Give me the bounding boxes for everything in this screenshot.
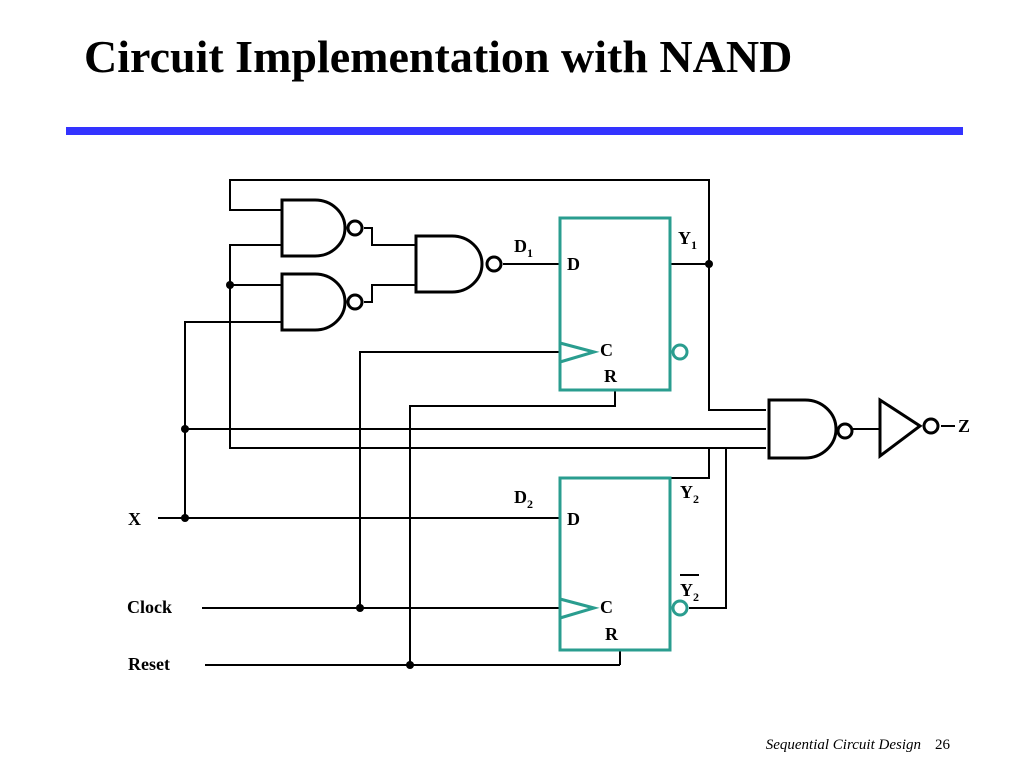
junction-dot: [181, 514, 189, 522]
flip-flop-1: [558, 216, 689, 392]
output-z-label: Z: [958, 416, 970, 436]
junction-dot: [406, 661, 414, 669]
inverter-z: [878, 397, 940, 459]
ff2-pin-c: C: [600, 597, 613, 617]
flip-flop-2: [558, 476, 689, 652]
wire-y2bar-out: [689, 448, 727, 609]
nand-gate-a: [280, 198, 364, 258]
ff1-pin-r: R: [604, 366, 618, 386]
d2-label: D2: [514, 487, 533, 511]
wire-clock-ff1: [202, 351, 560, 609]
junction-dot: [226, 281, 234, 289]
junctions: [181, 260, 713, 669]
junction-dot: [181, 425, 189, 433]
junction-dot: [356, 604, 364, 612]
wire-reset-ff1: [409, 390, 616, 665]
nand-gate-c: [414, 234, 503, 294]
wire-gate-a-in2: [229, 244, 282, 285]
wire-gate-b-out: [364, 284, 416, 303]
wire-x-to-gate-b: [184, 321, 282, 518]
ff2-pin-r: R: [605, 624, 619, 644]
nand-gates: [280, 198, 940, 460]
d1-label: D1: [514, 236, 533, 260]
page-number: 26: [935, 737, 950, 753]
y2-bar-label: Y2: [680, 580, 699, 604]
ff1-pin-c: C: [600, 340, 613, 360]
input-clock-label: Clock: [127, 597, 172, 617]
wire-y2bar-bus: [229, 285, 766, 449]
junction-dot: [705, 260, 713, 268]
wires: [158, 179, 955, 666]
wire-y2-out: [670, 448, 710, 479]
ff1-pin-d: D: [567, 254, 580, 274]
nand-gate-b: [280, 272, 364, 332]
slide-footer: Sequential Circuit Design 26: [766, 737, 950, 754]
input-reset-label: Reset: [128, 654, 170, 674]
wire-gate-a-out: [364, 227, 416, 246]
input-x-label: X: [128, 509, 141, 529]
wire-y1-to-gate-z: [708, 264, 766, 411]
footer-course-title: Sequential Circuit Design: [765, 737, 921, 753]
ff2-pin-d: D: [567, 509, 580, 529]
slide-title: Circuit Implementation with NAND: [84, 31, 793, 82]
y1-label: Y1: [678, 228, 697, 252]
nand-gate-z: [767, 398, 854, 460]
y2-label: Y2: [680, 482, 699, 506]
title-underline: [66, 127, 963, 135]
wire-y1-feedback: [229, 179, 710, 264]
